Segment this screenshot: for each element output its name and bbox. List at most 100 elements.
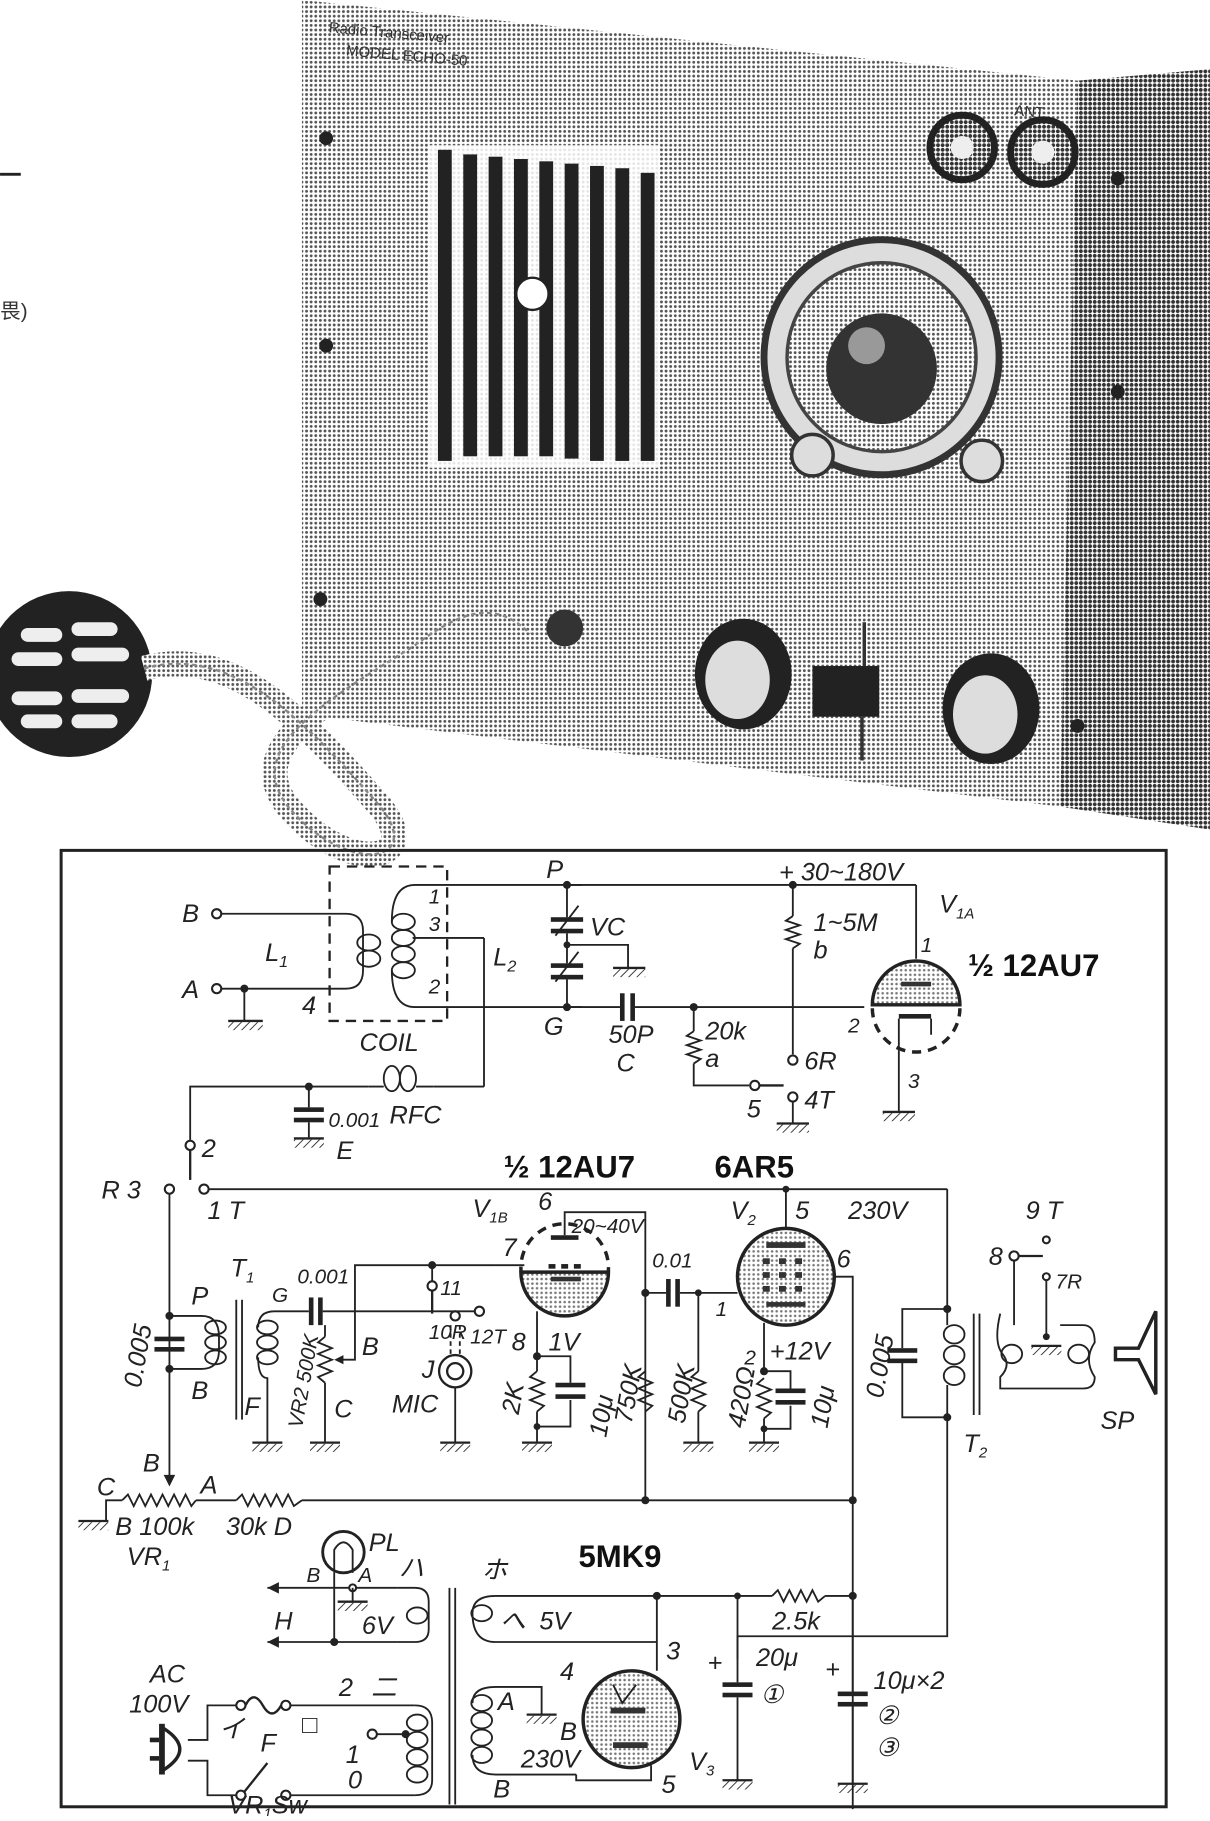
coil-pin2: 2 <box>428 975 441 998</box>
cabinet-side <box>1060 69 1210 830</box>
tuning-indicator <box>760 236 1005 484</box>
c1-value: 20μ <box>755 1644 798 1672</box>
mic-jack <box>546 609 584 647</box>
rect-ho-label: ホ <box>482 1557 509 1585</box>
c1-plus: + <box>708 1649 723 1677</box>
primary-ni-label: 二 <box>371 1674 398 1702</box>
hv-b-label: B <box>493 1776 510 1804</box>
rect-filament-voltage: 5V <box>539 1607 572 1635</box>
circuit-schematic: B A L1 4 1 <box>59 848 1168 1821</box>
v1b-cathode-resistor <box>527 1370 547 1413</box>
heater-ha-label: ハ <box>399 1554 424 1582</box>
v2-pin6: 6 <box>837 1246 852 1274</box>
coil-pin3: 3 <box>429 913 441 936</box>
power-switch-icon <box>243 1762 269 1793</box>
power-switch-label: VR1Sw <box>228 1792 308 1816</box>
tap-0-label: 0 <box>348 1766 362 1794</box>
dropping-resistor-30k <box>235 1492 303 1509</box>
v2-cathode-capacitor <box>775 1388 806 1394</box>
switch-11-label: 11 <box>440 1277 462 1300</box>
heater-voltage-label: 6V <box>362 1612 395 1640</box>
vr2-label: VR2 500K <box>284 1331 323 1429</box>
filter-section: 2.5k + 20μ ① + 10μ×2 ② ③ <box>708 1496 944 1793</box>
v1b-pin8: 8 <box>512 1328 526 1356</box>
v2-name: V2 <box>731 1197 757 1229</box>
screw <box>1110 384 1125 399</box>
v1b-section: 6 20~40V 7 V1B 8 1V 2K 10μ <box>472 1188 647 1487</box>
tap-1-label: 1 <box>346 1741 360 1769</box>
tuning-section: P VC G 50P C <box>544 856 865 1124</box>
rect-pin5: 5 <box>661 1771 676 1799</box>
output-section: 0.005 T2 8 9 T 7R <box>736 1189 1158 1660</box>
power-transformer-primary-icon <box>405 1713 429 1784</box>
vr1-name: VR1 <box>127 1543 171 1575</box>
coil-pin1: 1 <box>429 885 441 908</box>
vr1-value-label: B 100k <box>115 1513 195 1541</box>
mic-section: 11 12T J MIC <box>392 1261 507 1452</box>
mic-j-label: J <box>421 1356 435 1384</box>
vr1-a-label: A <box>199 1471 218 1499</box>
v1a-name: V1A <box>939 891 974 923</box>
coil-l2-icon <box>390 912 416 980</box>
ground-symbol <box>228 1022 263 1031</box>
switch-r3-label: R 3 <box>101 1176 140 1204</box>
supply-voltage-label: + 30~180V <box>779 858 905 886</box>
t1-b-label: B <box>191 1377 208 1405</box>
rfc-cap-value: 0.001 <box>328 1109 380 1132</box>
v2-pin1: 1 <box>716 1298 728 1321</box>
v2-cathode-cap-value: 10μ <box>806 1383 841 1429</box>
t1-g-label: G <box>272 1284 288 1307</box>
pilot-lamp-b-label: B <box>307 1564 321 1587</box>
grid-cap-name: C <box>617 1050 636 1078</box>
plate-load-value: 750K <box>610 1361 648 1425</box>
switch-4t-label: 4T <box>804 1086 835 1114</box>
tap-2-label: 2 <box>338 1674 353 1702</box>
v1b-pin6: 6 <box>538 1188 553 1216</box>
v2-screen-voltage: 230V <box>847 1197 909 1225</box>
rfc-choke-icon <box>368 1064 434 1093</box>
c3-number: ③ <box>876 1734 900 1762</box>
screw <box>319 338 334 353</box>
filter-res-value: 2.5k <box>771 1607 821 1635</box>
v2-section: 0.01 750K 500K 5 V2 230V 1 6 2 +12 <box>610 1185 909 1810</box>
t1-secondary-icon <box>256 1319 279 1366</box>
v1b-tube-type: ½ 12AU7 <box>504 1150 635 1185</box>
speaker-grille <box>428 145 660 468</box>
ac-plug-icon <box>162 1726 182 1772</box>
t1-coupling-cap <box>308 1297 314 1326</box>
switch-12t-label: 12T <box>470 1326 507 1349</box>
hv-voltage-label: 230V <box>520 1746 582 1774</box>
switch-5-label: 5 <box>747 1096 762 1124</box>
fuse-ro-label: □ <box>302 1711 318 1739</box>
coil-pin4: 4 <box>302 992 316 1020</box>
dropping-resistor-label: 30k D <box>226 1513 292 1541</box>
rfc-label: RFC <box>390 1101 443 1129</box>
grid-res-value: 500K <box>663 1361 701 1425</box>
coil-shield-box <box>328 865 449 1023</box>
v1a-section: + 30~180V 1~5M b 6R 4T 1 2 3 <box>566 858 1099 1133</box>
microphone <box>0 591 153 758</box>
vr2-b-label: B <box>362 1333 379 1361</box>
v1b-cathode-voltage: 1V <box>549 1328 582 1356</box>
v1a-tube-type: ½ 12AU7 <box>968 948 1099 983</box>
switch-1t-label: 1 T <box>207 1197 245 1225</box>
rect-pin4: 4 <box>560 1658 574 1686</box>
vr2-c-label: C <box>334 1395 353 1423</box>
heater-h-label: H <box>274 1607 293 1635</box>
t2-primary-icon <box>942 1324 966 1386</box>
v2-cathode-res-value: 420Ω <box>723 1364 761 1430</box>
variable-capacitor-label: VC <box>590 914 626 942</box>
switch-6r-label: 6R <box>804 1047 836 1075</box>
ac-voltage-label: 100V <box>129 1690 190 1718</box>
switch-9t-label: 9 T <box>1026 1197 1064 1225</box>
v1b-cathode-res-value: 2K <box>497 1380 530 1417</box>
product-photo: Radio Transceiver MODEL ECHO-50 ANT <box>0 0 1210 867</box>
plate-load-resistor <box>636 1370 655 1413</box>
grid-leak-name: a <box>705 1045 719 1073</box>
v2-pin5: 5 <box>795 1197 810 1225</box>
screw <box>319 131 334 146</box>
v1b-plate-voltage: 20~40V <box>571 1215 646 1238</box>
grid-capacitor <box>619 993 625 1021</box>
